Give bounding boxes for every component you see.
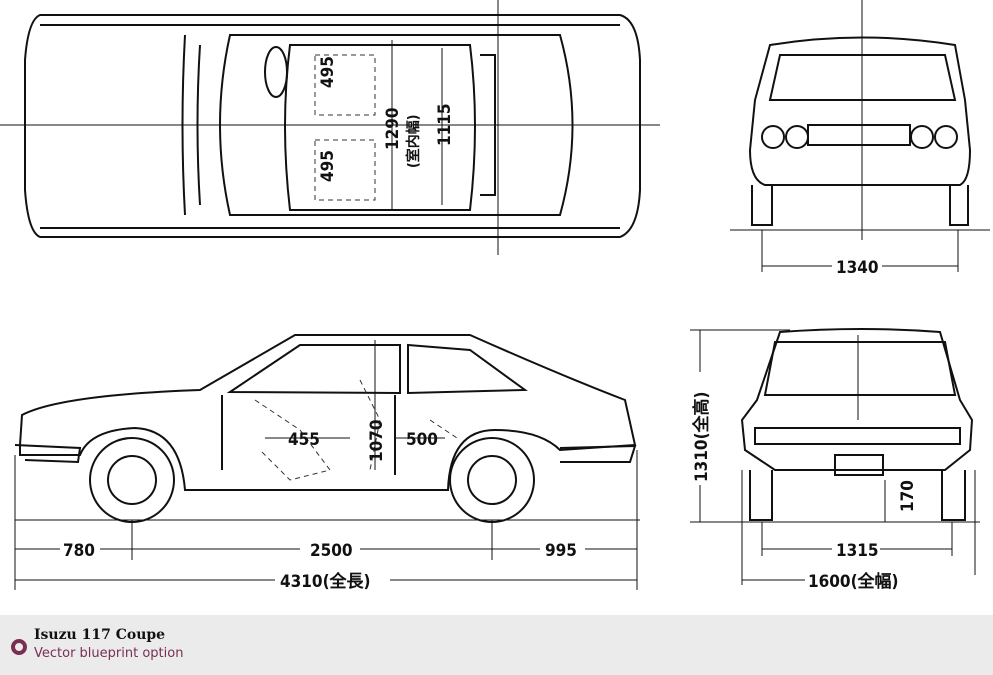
caption-title: Isuzu 117 Coupe xyxy=(34,627,166,643)
dim-seat-height: 1070 xyxy=(367,419,387,462)
caption-subtitle: Vector blueprint option xyxy=(34,646,184,661)
dim-wheelbase: 2500 xyxy=(310,541,353,561)
dim-overall-length: 4310(全長) xyxy=(280,571,371,592)
side-view: 455 1070 500 780 2500 995 4310(全長) xyxy=(14,334,640,592)
dim-rear-interior-width: 1115 xyxy=(435,103,455,146)
dim-front-seat-width: 495 xyxy=(318,56,338,88)
front-view: 1340 xyxy=(730,0,990,278)
dim-overall-height: 1310(全高) xyxy=(691,391,712,482)
dim-ground-clearance: 170 xyxy=(898,480,918,512)
car-blueprint: 495 495 1290 (室内幅) 1115 1340 455 1070 50… xyxy=(0,0,990,592)
rear-view: 1310(全高) 170 1315 1600(全幅) xyxy=(690,328,980,592)
dim-rear-track: 1315 xyxy=(836,541,879,561)
caption-bar xyxy=(0,615,993,675)
dim-rear-legroom: 500 xyxy=(406,430,438,450)
top-view: 495 495 1290 (室内幅) 1115 xyxy=(0,0,660,255)
dim-interior-width: 1290 xyxy=(383,107,403,150)
dim-rear-overhang: 995 xyxy=(545,541,577,561)
dim-interior-width-label: (室内幅) xyxy=(405,114,422,168)
dim-overall-width: 1600(全幅) xyxy=(808,571,899,592)
dim-rear-seat-width: 495 xyxy=(318,150,338,182)
dim-front-overhang: 780 xyxy=(63,541,95,561)
dim-front-track: 1340 xyxy=(836,258,879,278)
dim-front-legroom: 455 xyxy=(288,430,320,450)
ring-bullet-icon xyxy=(11,639,27,655)
